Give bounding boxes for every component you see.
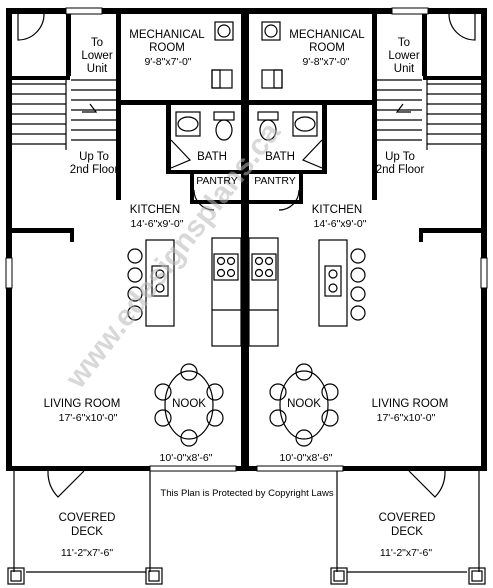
left-living-name: LIVING ROOM [44,398,121,410]
left-deck-dim: 11'-2"x7'-6" [61,547,113,559]
svg-text:17'-6"x10'-0": 17'-6"x10'-0" [59,412,118,424]
svg-text:14'-6"x9'-0": 14'-6"x9'-0" [131,218,184,230]
right-pantry-label: PANTRY [254,175,296,187]
left-stair-down-line3: Unit [87,63,108,75]
svg-text:MECHANICAL: MECHANICAL [129,29,205,41]
right-kitchen-fixtures [248,237,366,347]
svg-text:PANTRY: PANTRY [254,175,296,187]
left-mechanical-name-line2: ROOM [149,42,185,54]
right-mechanical-name-line2: ROOM [309,42,345,54]
left-stair-up-line1: Up To [79,151,109,163]
svg-text:PANTRY: PANTRY [196,175,238,187]
left-fixtures [170,21,235,211]
svg-text:11'-2"x7'-6": 11'-2"x7'-6" [380,547,432,559]
svg-text:LIVING ROOM: LIVING ROOM [372,398,449,410]
right-deck-name-line1: COVERED [379,512,436,524]
left-mechanical-name-line1: MECHANICAL [129,29,205,41]
right-deck [330,470,486,585]
svg-text:ROOM: ROOM [309,42,345,54]
left-kitchen-fixtures [127,237,242,347]
svg-text:17'-6"x10'-0": 17'-6"x10'-0" [377,412,436,424]
svg-text:BATH: BATH [197,151,227,163]
right-kitchen-name: KITCHEN [312,204,362,216]
svg-text:LIVING ROOM: LIVING ROOM [44,398,121,410]
right-stair-down-line3: Unit [394,63,415,75]
svg-text:10'-0"x8'-6": 10'-0"x8'-6" [160,452,213,464]
svg-text:9'-8"x7'-0": 9'-8"x7'-0" [144,56,191,68]
svg-text:Lower: Lower [388,50,419,62]
right-stair-down-line1: To [398,37,410,49]
right-mechanical-dim: 9'-8"x7'-0" [302,56,349,68]
right-unit-labels: To Lower Unit Up To 2nd Floor MECHANICAL… [254,29,448,559]
svg-text:To: To [398,37,410,49]
right-mechanical-name-line1: MECHANICAL [289,29,365,41]
svg-text:Up To: Up To [79,151,109,163]
svg-text:Lower: Lower [81,50,112,62]
copyright-notice: This Plan is Protected by Copyright Laws [160,488,333,499]
left-deck [7,470,163,585]
left-deck-name-line2: DECK [71,526,103,538]
right-stair-up-line1: Up To [385,151,415,163]
exterior-walls [5,7,488,472]
left-stairs [12,13,116,150]
right-stair-up-line2: 2nd Floor [376,164,425,176]
svg-text:KITCHEN: KITCHEN [130,204,180,216]
right-living-name: LIVING ROOM [372,398,449,410]
left-deck-name-line1: COVERED [59,512,116,524]
right-unit-walls [249,14,481,242]
svg-text:2nd Floor: 2nd Floor [376,164,425,176]
right-deck-dim: 11'-2"x7'-6" [380,547,432,559]
svg-text:NOOK: NOOK [172,398,206,410]
svg-text:COVERED: COVERED [59,512,116,524]
svg-text:Unit: Unit [394,63,415,75]
right-nook-table [269,363,339,447]
svg-text:Up To: Up To [385,151,415,163]
svg-text:COVERED: COVERED [379,512,436,524]
left-kitchen-dim: 14'-6"x9'-0" [131,218,184,230]
right-bath-label: BATH [265,151,295,163]
left-bath-label: BATH [197,151,227,163]
right-fixtures [257,21,323,211]
left-nook-name: NOOK [172,398,206,410]
left-unit-labels: To Lower Unit Up To 2nd Floor MECHANICAL… [44,29,238,559]
right-nook-name: NOOK [287,398,321,410]
left-nook-table [154,363,224,447]
svg-text:10'-0"x8'-6": 10'-0"x8'-6" [280,452,333,464]
svg-text:KITCHEN: KITCHEN [312,204,362,216]
left-living-dim: 17'-6"x10'-0" [59,412,118,424]
svg-text:ROOM: ROOM [149,42,185,54]
right-stairs [377,13,481,150]
right-nook-dim: 10'-0"x8'-6" [280,452,333,464]
left-stair-down-line1: To [91,37,103,49]
left-stair-down-line2: Lower [81,50,112,62]
left-kitchen-name: KITCHEN [130,204,180,216]
right-kitchen-dim: 14'-6"x9'-0" [314,218,367,230]
right-deck-name-line2: DECK [391,526,423,538]
right-stair-down-line2: Lower [388,50,419,62]
svg-text:14'-6"x9'-0": 14'-6"x9'-0" [314,218,367,230]
left-stair-up-line2: 2nd Floor [70,164,119,176]
svg-text:DECK: DECK [391,526,423,538]
svg-text:DECK: DECK [71,526,103,538]
svg-text:2nd Floor: 2nd Floor [70,164,119,176]
svg-text:BATH: BATH [265,151,295,163]
svg-text:11'-2"x7'-6": 11'-2"x7'-6" [61,547,113,559]
left-mechanical-dim: 9'-8"x7'-0" [144,56,191,68]
svg-text:9'-8"x7'-0": 9'-8"x7'-0" [302,56,349,68]
svg-text:MECHANICAL: MECHANICAL [289,29,365,41]
svg-text:Unit: Unit [87,63,108,75]
right-living-dim: 17'-6"x10'-0" [377,412,436,424]
left-pantry-label: PANTRY [196,175,238,187]
svg-text:To: To [91,37,103,49]
left-unit-walls [12,14,241,242]
left-nook-dim: 10'-0"x8'-6" [160,452,213,464]
svg-text:NOOK: NOOK [287,398,321,410]
